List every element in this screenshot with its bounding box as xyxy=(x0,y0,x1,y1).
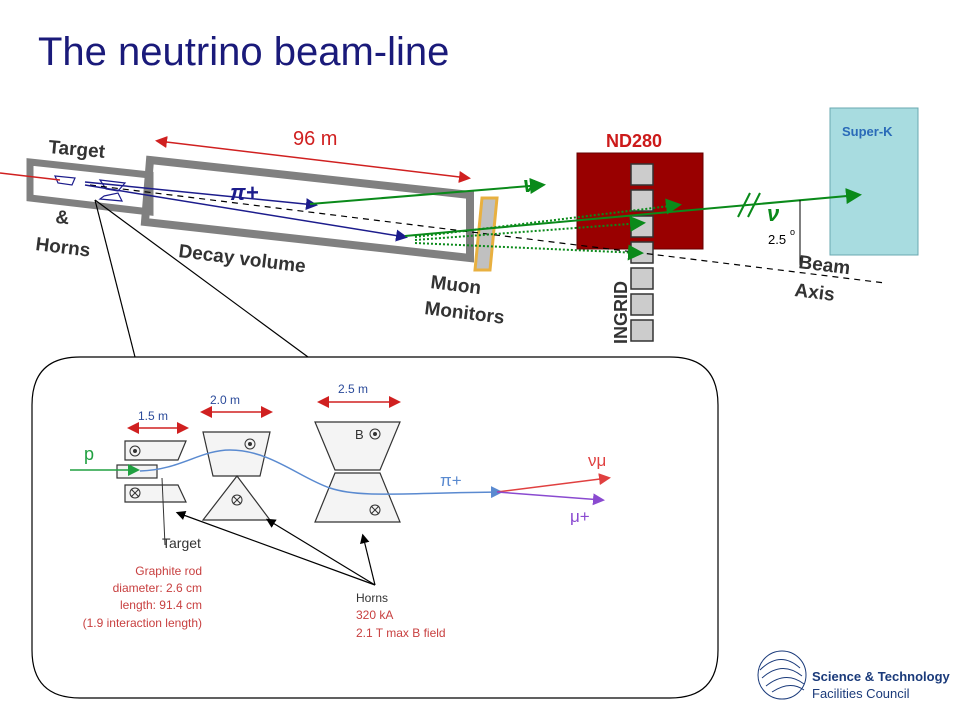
page-title: The neutrino beam-line xyxy=(38,30,450,74)
neutrino-track-1 xyxy=(309,178,546,205)
field-markers xyxy=(129,428,381,516)
inset-mu-label: μ+ xyxy=(570,507,590,526)
axis-label: Axis xyxy=(793,280,835,306)
inset-numu-track xyxy=(496,473,611,493)
inset-horn-2 xyxy=(201,431,272,521)
horns-label: Horns xyxy=(34,234,91,262)
inset-dim-2: 2.0 m xyxy=(210,393,240,407)
target-housing xyxy=(26,158,154,216)
proton-beam xyxy=(0,172,61,181)
inset-horn-3 xyxy=(314,421,401,523)
superk-label: Super-K xyxy=(842,124,893,139)
distance-break-marks xyxy=(737,192,761,218)
inset-callout xyxy=(94,199,309,358)
neutrino-dotted-tracks xyxy=(414,198,682,261)
horns-note-field: 2.1 T max B field xyxy=(356,626,446,640)
inset-dim-1: 1.5 m xyxy=(138,409,168,423)
inset-mu-track xyxy=(496,491,605,506)
inset-p-label: p xyxy=(84,444,94,464)
pion-track-1 xyxy=(84,181,318,211)
angle-value: 2.5 xyxy=(768,232,786,247)
inset-numu-label: νμ xyxy=(588,451,606,470)
beam-label: Beam xyxy=(797,252,851,279)
target-pointer xyxy=(161,477,166,546)
muon-label: Muon xyxy=(429,272,482,299)
pion-track-2 xyxy=(84,184,408,242)
stfc-logo-icon xyxy=(757,650,807,700)
nu-label-right: ν xyxy=(767,201,780,226)
graphite-line-3: length: 91.4 cm xyxy=(120,598,202,612)
superk-box xyxy=(829,107,919,256)
pion-label: π+ xyxy=(230,180,259,205)
graphite-line-2: diameter: 2.6 cm xyxy=(113,581,202,595)
inset-dim-3: 2.5 m xyxy=(338,382,368,396)
horns-pointer-arrows xyxy=(175,510,376,586)
nd280-label: ND280 xyxy=(606,131,662,151)
decay-volume-label: Decay volume xyxy=(177,241,306,277)
graphite-line-4: (1.9 interaction length) xyxy=(83,616,202,630)
angle-unit: o xyxy=(790,227,795,237)
horns-amp: & xyxy=(55,207,71,229)
nu-label-left: ν xyxy=(523,172,536,197)
inset-pi-label: π+ xyxy=(440,471,462,490)
graphite-line-1: Graphite rod xyxy=(135,564,202,578)
ingrid-label: INGRID xyxy=(611,281,631,344)
inset-pion-track xyxy=(139,449,503,499)
horns-note-title: Horns xyxy=(356,591,388,605)
monitors-label: Monitors xyxy=(423,298,505,329)
distance-label: 96 m xyxy=(293,128,337,150)
inset-target-label: Target xyxy=(162,535,201,551)
logo-line-1: Science & Technology xyxy=(812,669,951,684)
inset-horn-1 xyxy=(116,440,187,503)
logo-line-2: Facilities Council xyxy=(812,686,910,701)
target-label: Target xyxy=(48,137,107,163)
ingrid-modules xyxy=(630,163,654,342)
distance-arrow xyxy=(155,136,471,183)
inset-field-b: B xyxy=(355,427,364,442)
inset-panel xyxy=(31,356,719,699)
horns-note-current: 320 kA xyxy=(356,608,393,622)
